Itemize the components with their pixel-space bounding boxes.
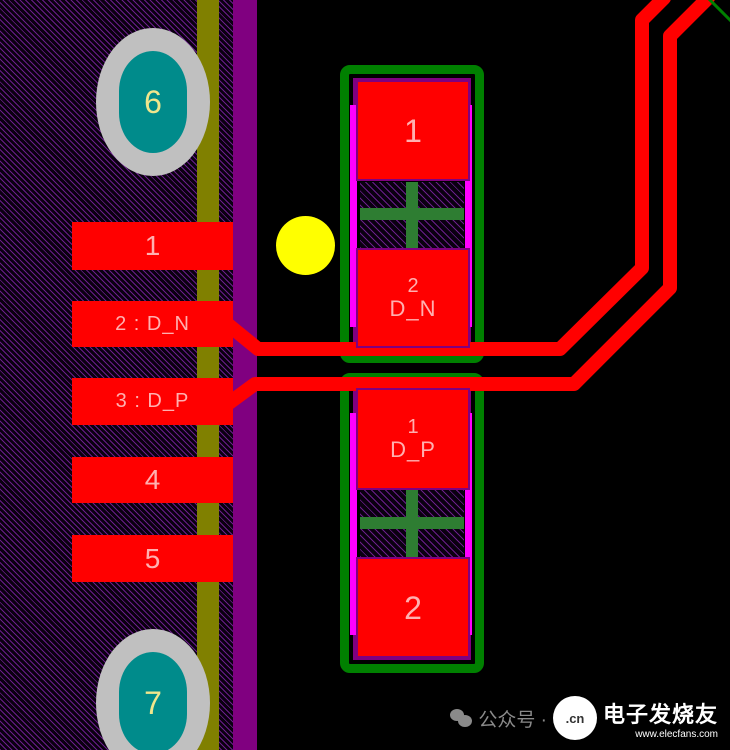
connector-pin-5[interactable]: 5 xyxy=(72,535,233,582)
watermark: 公众号 · .cn 电子发烧友 www.elecfans.com xyxy=(450,696,718,740)
component-2-pad-1-number: 1 xyxy=(407,416,419,438)
pin-4-label: 4 xyxy=(144,464,161,495)
component-1-pad-2-number: 2 xyxy=(407,275,419,297)
connector-pin-2-dn[interactable]: 2 : D_N xyxy=(72,301,233,347)
watermark-text: 公众号 · xyxy=(478,709,547,731)
connector-pin-1[interactable]: 1 xyxy=(72,222,233,270)
via-marker[interactable] xyxy=(276,216,335,275)
component-1-pad-2-net: D_N xyxy=(389,296,437,321)
component-1-pad-1-number: 1 xyxy=(404,112,422,149)
mount-pad-6-hole: 6 xyxy=(119,51,187,153)
component-1-pad-1[interactable]: 1 xyxy=(356,80,470,181)
trace-d-p xyxy=(218,0,715,413)
connector-pin-4[interactable]: 4 xyxy=(72,457,233,503)
component-2-center-cross-v xyxy=(406,490,418,557)
component-2-pad-2[interactable]: 2 xyxy=(356,557,470,658)
watermark-brand: 电子发烧友 www.elecfans.com xyxy=(603,697,718,740)
component-2-pad-1-dp[interactable]: 1 D_P xyxy=(356,388,470,490)
mount-pad-7-label: 7 xyxy=(144,684,162,721)
pin-1-label: 1 xyxy=(144,230,161,261)
wechat-icon xyxy=(450,709,473,727)
component-2-pad-1-net: D_P xyxy=(390,437,436,462)
component-1-silk-right xyxy=(465,105,472,327)
component-1-center-cross-v xyxy=(406,182,418,248)
trace-d-n xyxy=(218,0,671,356)
board-edge-purple-strip xyxy=(233,0,257,750)
watermark-brand-name: 电子发烧友 xyxy=(602,701,718,727)
mount-pad-7[interactable]: 7 xyxy=(96,629,210,750)
mount-pad-6-label: 6 xyxy=(144,83,162,120)
pin-5-label: 5 xyxy=(144,542,161,574)
pin-3-label: 3 : D_P xyxy=(115,390,190,412)
component-1-pad-2-dn[interactable]: 2 D_N xyxy=(356,248,470,348)
mount-pad-7-hole: 7 xyxy=(119,652,187,750)
elecfans-logo-icon: .cn xyxy=(552,696,597,740)
mount-pad-6[interactable]: 6 xyxy=(96,28,210,176)
component-1-silk-left xyxy=(350,105,357,327)
green-trace-top-right xyxy=(707,0,730,23)
component-2-pad-2-number: 2 xyxy=(404,589,422,626)
component-2-silk-right xyxy=(465,413,472,635)
connector-pin-3-dp[interactable]: 3 : D_P xyxy=(72,378,233,425)
component-2-silk-left xyxy=(350,413,357,635)
watermark-brand-url: www.elecfans.com xyxy=(635,728,718,740)
pin-2-label: 2 : D_N xyxy=(115,312,190,335)
